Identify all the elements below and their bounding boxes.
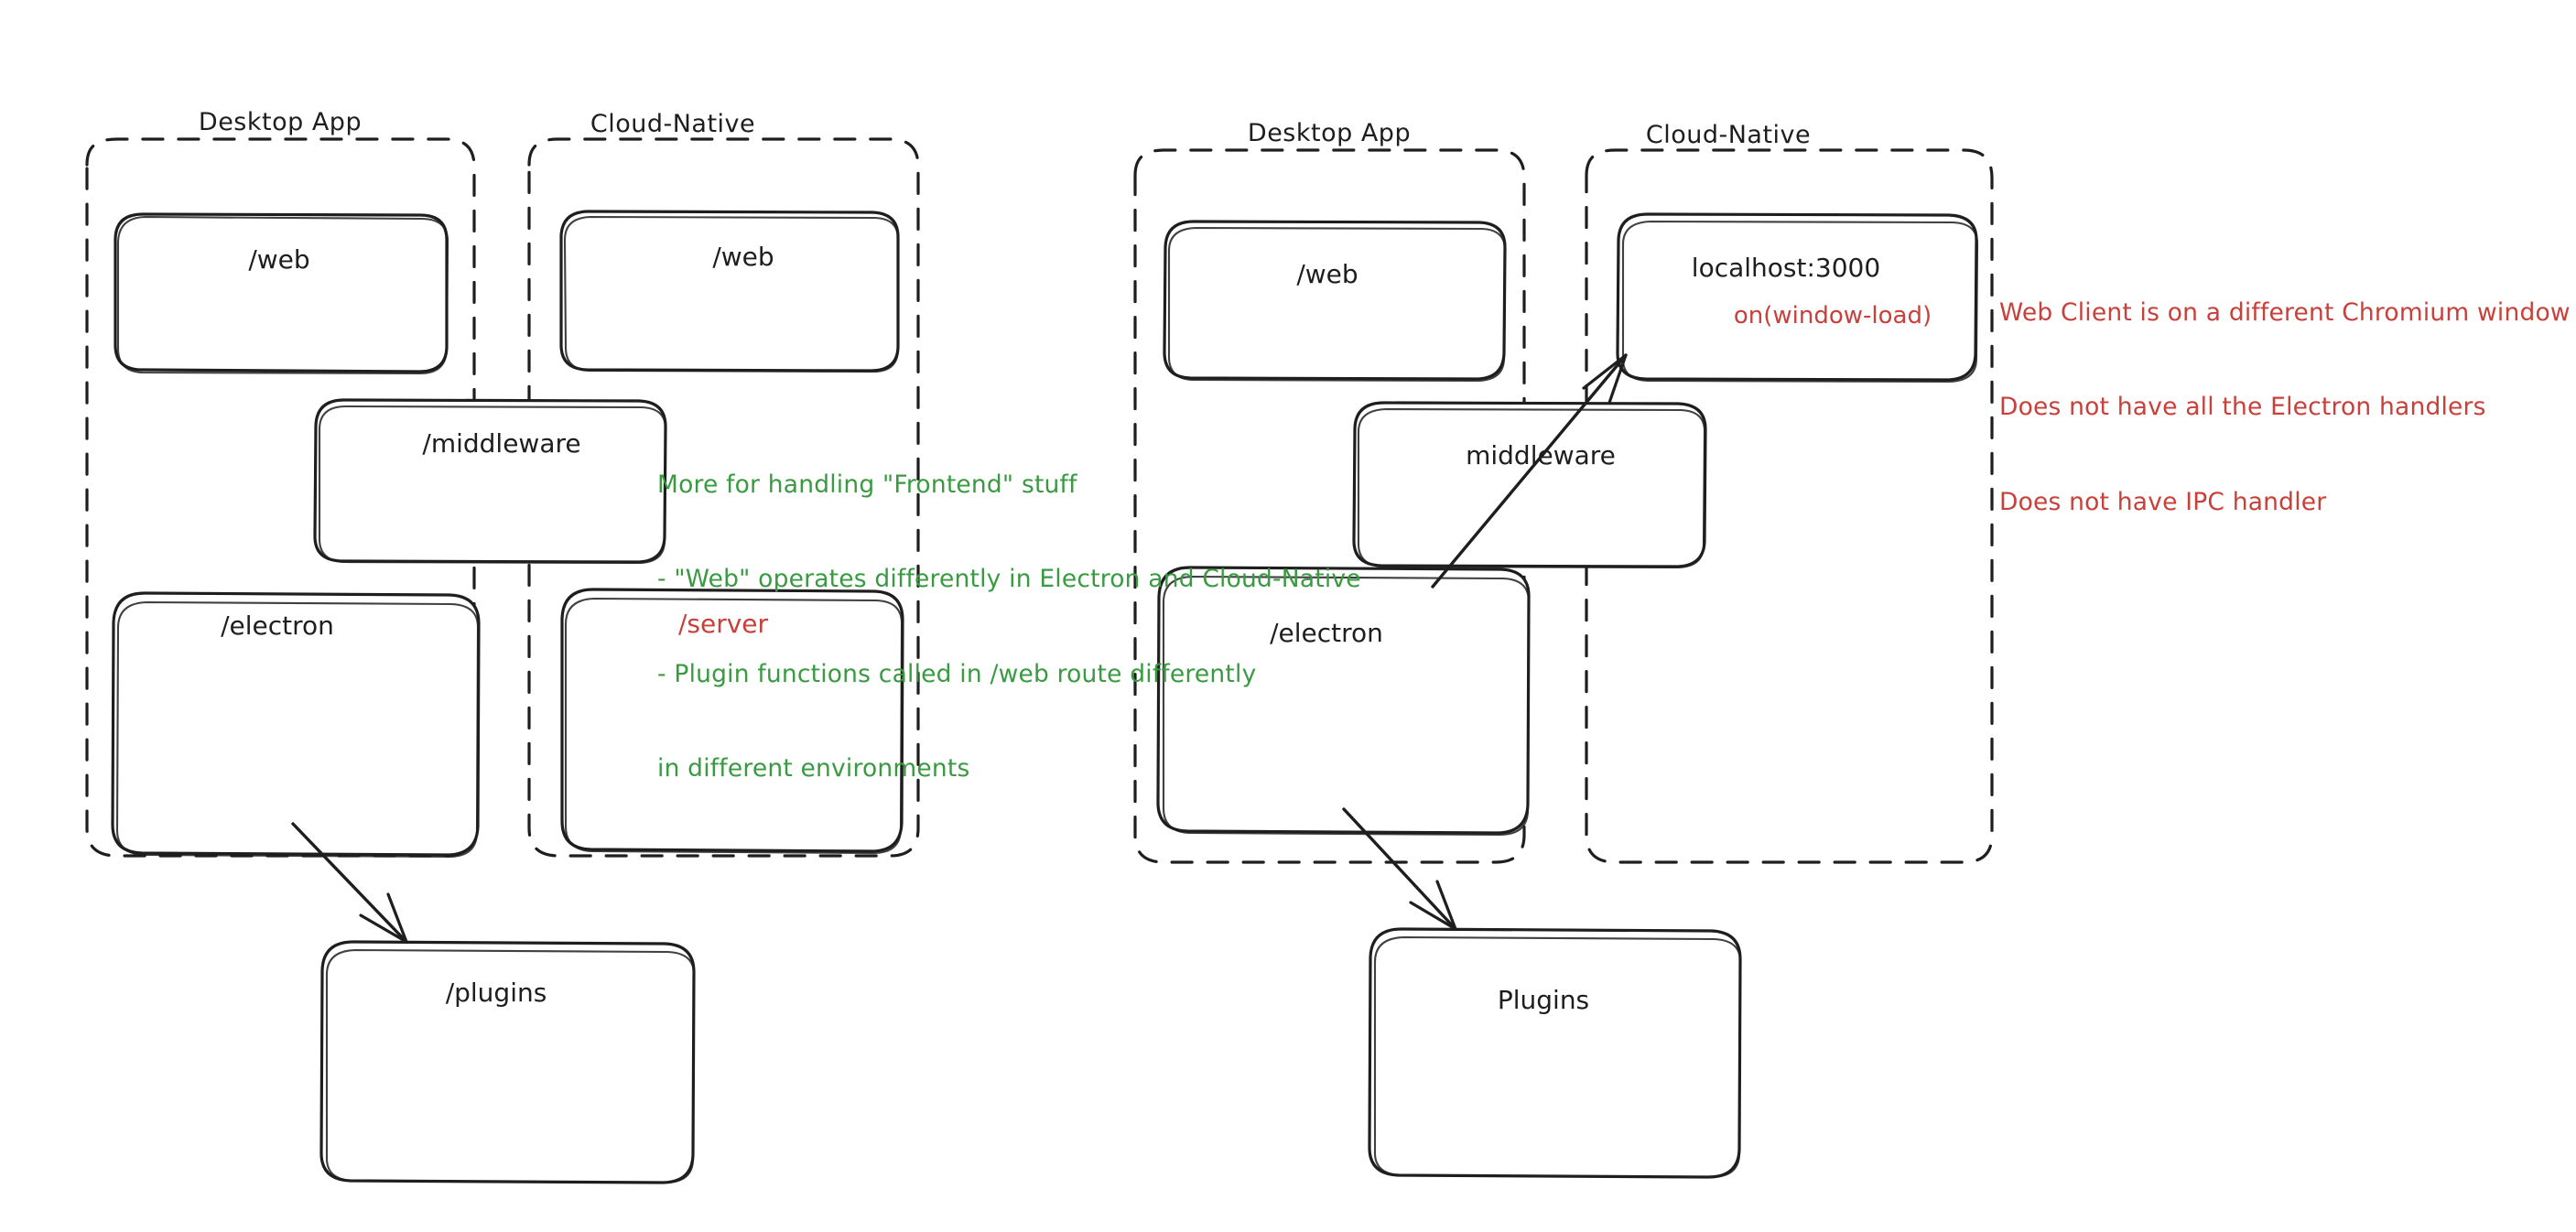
- right-desktop-web-node-outline: [1163, 220, 1507, 383]
- left-cloud-web-node-outline: [559, 210, 900, 373]
- right-plugins-node-outline: [1368, 927, 1742, 1179]
- left-desktop-app-group-title: Desktop App: [198, 108, 363, 136]
- right-cloud-native-group-title: Cloud-Native: [1645, 121, 1812, 149]
- right-plugins-node-label: Plugins: [1497, 985, 1590, 1015]
- left-server-node-label: /server: [677, 609, 769, 639]
- left-middleware-node-label: /middleware: [422, 428, 581, 459]
- right-localhost-node-outline: [1616, 212, 1979, 384]
- right-localhost-node-label: localhost:3000: [1691, 253, 1881, 283]
- left-desktop-web-node-outline: [114, 212, 449, 375]
- right-middleware-node-outline: [1352, 401, 1707, 569]
- right-edge-electron-to-localhost: [1431, 353, 1628, 589]
- right-desktop-app-group-title: Desktop App: [1247, 119, 1412, 147]
- left-green-annotation-line-3: - Plugin functions called in /web route …: [657, 659, 1257, 688]
- left-green-annotation: More for handling "Frontend" stuff - "We…: [657, 406, 1361, 848]
- left-green-annotation-line-2: - "Web" operates differently in Electron…: [657, 565, 1361, 594]
- left-edge-electron-to-plugins: [291, 822, 408, 944]
- left-cloud-native-group-title: Cloud-Native: [590, 110, 756, 138]
- right-localhost-node-sublabel: on(window-load): [1733, 302, 1932, 330]
- left-plugins-node-label: /plugins: [445, 978, 547, 1008]
- right-desktop-web-node-label: /web: [1296, 259, 1358, 289]
- left-electron-node-label: /electron: [221, 611, 334, 641]
- right-electron-node-label: /electron: [1270, 618, 1383, 648]
- right-red-annotation-line-3: Does not have IPC handler: [1999, 487, 2327, 516]
- right-red-annotation-line-2: Does not have all the Electron handlers: [1999, 393, 2486, 422]
- left-green-annotation-line-1: More for handling "Frontend" stuff: [657, 470, 1077, 499]
- right-red-annotation: Web Client is on a different Chromium wi…: [1999, 234, 2571, 581]
- left-desktop-web-node-label: /web: [248, 244, 310, 275]
- right-red-annotation-line-1: Web Client is on a different Chromium wi…: [1999, 297, 2571, 327]
- right-middleware-node-label: middleware: [1466, 440, 1616, 470]
- left-middleware-node-outline: [313, 398, 667, 565]
- left-cloud-web-node-label: /web: [712, 242, 774, 272]
- left-green-annotation-line-4: in different environments: [657, 753, 970, 783]
